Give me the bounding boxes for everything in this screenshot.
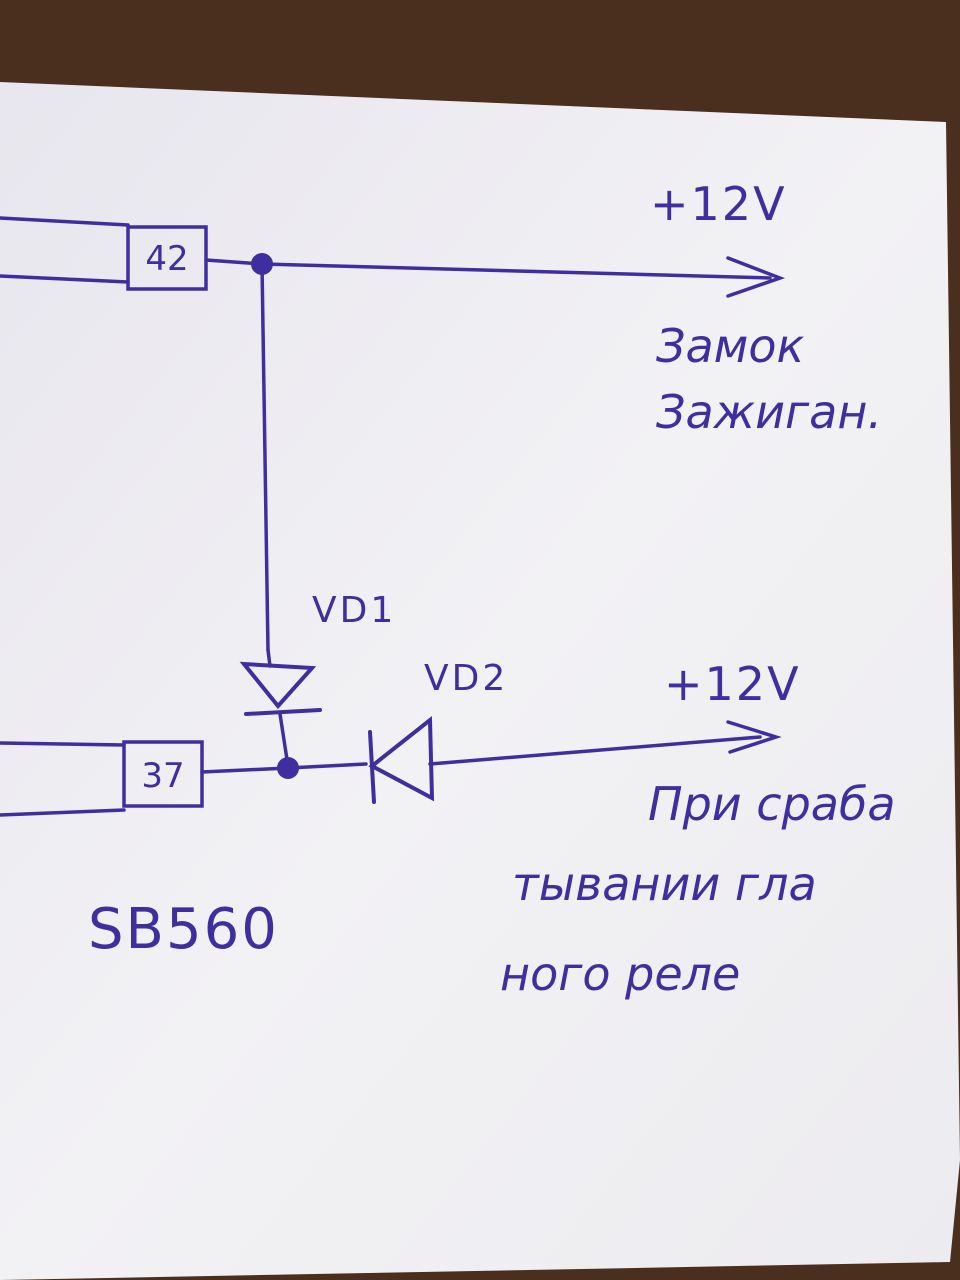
vd1-diode-bar (244, 708, 322, 716)
vd2-diode-triangle (368, 715, 435, 802)
bottom-note-line-1: При сраба (648, 777, 896, 831)
vd1-top-lead (266, 648, 272, 668)
bottom-note-line-3: ного реле (500, 947, 740, 1001)
terminal-42-box (126, 225, 208, 291)
vd1-label: VD1 (312, 590, 396, 631)
top-voltage-label: +12V (650, 177, 787, 231)
vd1-diode-triangle (239, 661, 317, 710)
terminal-37-label: 37 (141, 756, 184, 796)
terminal-37-lead (200, 766, 290, 774)
part-number-label: SB560 (88, 897, 279, 962)
top-junction-dot (251, 253, 273, 275)
top-output-wire (260, 262, 772, 280)
bottom-feed-wire-upper (0, 741, 126, 747)
bottom-note-line-2: тывании гла (512, 857, 817, 911)
top-feed-wire-lower (0, 274, 130, 284)
top-note-line-1: Замок (656, 319, 805, 373)
top-note-line-2: Зажиган. (656, 385, 882, 439)
bottom-output-wire (428, 735, 762, 766)
bottom-junction-dot (277, 757, 299, 779)
terminal-37-box (122, 740, 204, 808)
bottom-feed-wire-lower (0, 808, 126, 817)
vd2-left-lead (286, 762, 368, 770)
bottom-output-arrow (726, 720, 782, 754)
bottom-voltage-label: +12V (664, 657, 801, 711)
paper-sheet (0, 82, 960, 1280)
bottom-branch (0, 648, 782, 817)
vd2-label: VD2 (424, 658, 508, 699)
terminal-42-label: 42 (145, 239, 188, 279)
top-output-arrow (726, 256, 786, 298)
top-feed-wire-upper (0, 216, 130, 227)
vertical-link-wire (260, 262, 270, 652)
top-branch (0, 216, 786, 652)
